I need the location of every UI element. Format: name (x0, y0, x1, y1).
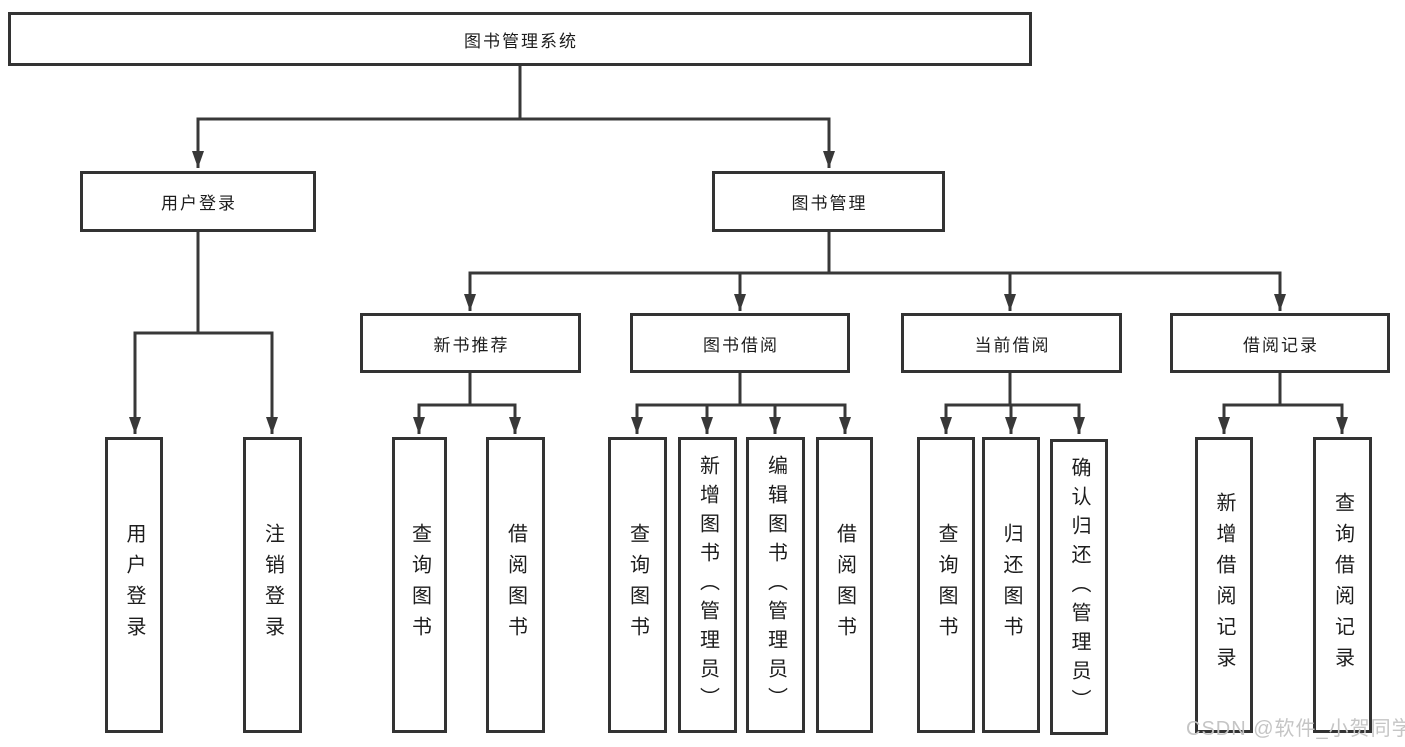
leaf-edit-book-admin: 编辑图书（管理员） (746, 437, 805, 733)
leaf-borrow-books-borrow: 借阅图书 (816, 437, 873, 733)
node-label: 新书推荐 (433, 335, 510, 355)
leaf-query-books-recommend: 查询图书 (392, 437, 447, 733)
csdn-watermark: CSDN @软件_小贺同学 (1186, 718, 1405, 740)
leaf-add-borrow-record: 新增借阅记录 (1195, 437, 1253, 733)
leaf-add-book-admin: 新增图书（管理员） (678, 437, 737, 733)
node-label: 查询图书 (408, 523, 431, 647)
node-label: 归还图书 (1000, 523, 1022, 647)
node-library-management-system: 图书管理系统 (8, 12, 1032, 66)
node-label: 图书管理系统 (464, 31, 578, 51)
node-label: 查询图书 (935, 523, 957, 647)
node-label: 当前借阅 (974, 335, 1051, 355)
node-label: 确认归还（管理员） (1068, 456, 1090, 718)
node-user-login: 用户登录 (80, 171, 316, 232)
node-label: 借阅图书 (833, 523, 856, 647)
node-book-management: 图书管理 (712, 171, 945, 232)
node-label: 查询图书 (626, 523, 649, 647)
node-label: 用户登录 (161, 194, 237, 213)
leaf-user-login: 用户登录 (105, 437, 163, 733)
node-current-borrow: 当前借阅 (901, 313, 1122, 373)
node-label: 新增借阅记录 (1213, 492, 1235, 678)
leaf-return-books: 归还图书 (982, 437, 1040, 733)
leaf-confirm-return-admin: 确认归还（管理员） (1050, 439, 1108, 735)
node-label: 新增图书（管理员） (696, 454, 719, 716)
node-label: 注销登录 (261, 523, 284, 647)
node-label: 图书借阅 (703, 335, 779, 355)
node-label: 编辑图书（管理员） (764, 454, 787, 716)
leaf-logout: 注销登录 (243, 437, 302, 733)
node-book-borrow: 图书借阅 (630, 313, 850, 373)
leaf-borrow-books-recommend: 借阅图书 (486, 437, 545, 733)
node-label: 图书管理 (791, 194, 868, 213)
node-label: 查询借阅记录 (1331, 492, 1354, 678)
node-label: 借阅图书 (504, 523, 527, 647)
leaf-query-borrow-record: 查询借阅记录 (1313, 437, 1372, 733)
node-label: 用户登录 (123, 523, 145, 647)
node-borrow-records: 借阅记录 (1170, 313, 1390, 373)
leaf-query-books-borrow: 查询图书 (608, 437, 667, 733)
node-new-book-recommend: 新书推荐 (360, 313, 581, 373)
node-label: 借阅记录 (1243, 335, 1319, 355)
leaf-query-books-current: 查询图书 (917, 437, 975, 733)
